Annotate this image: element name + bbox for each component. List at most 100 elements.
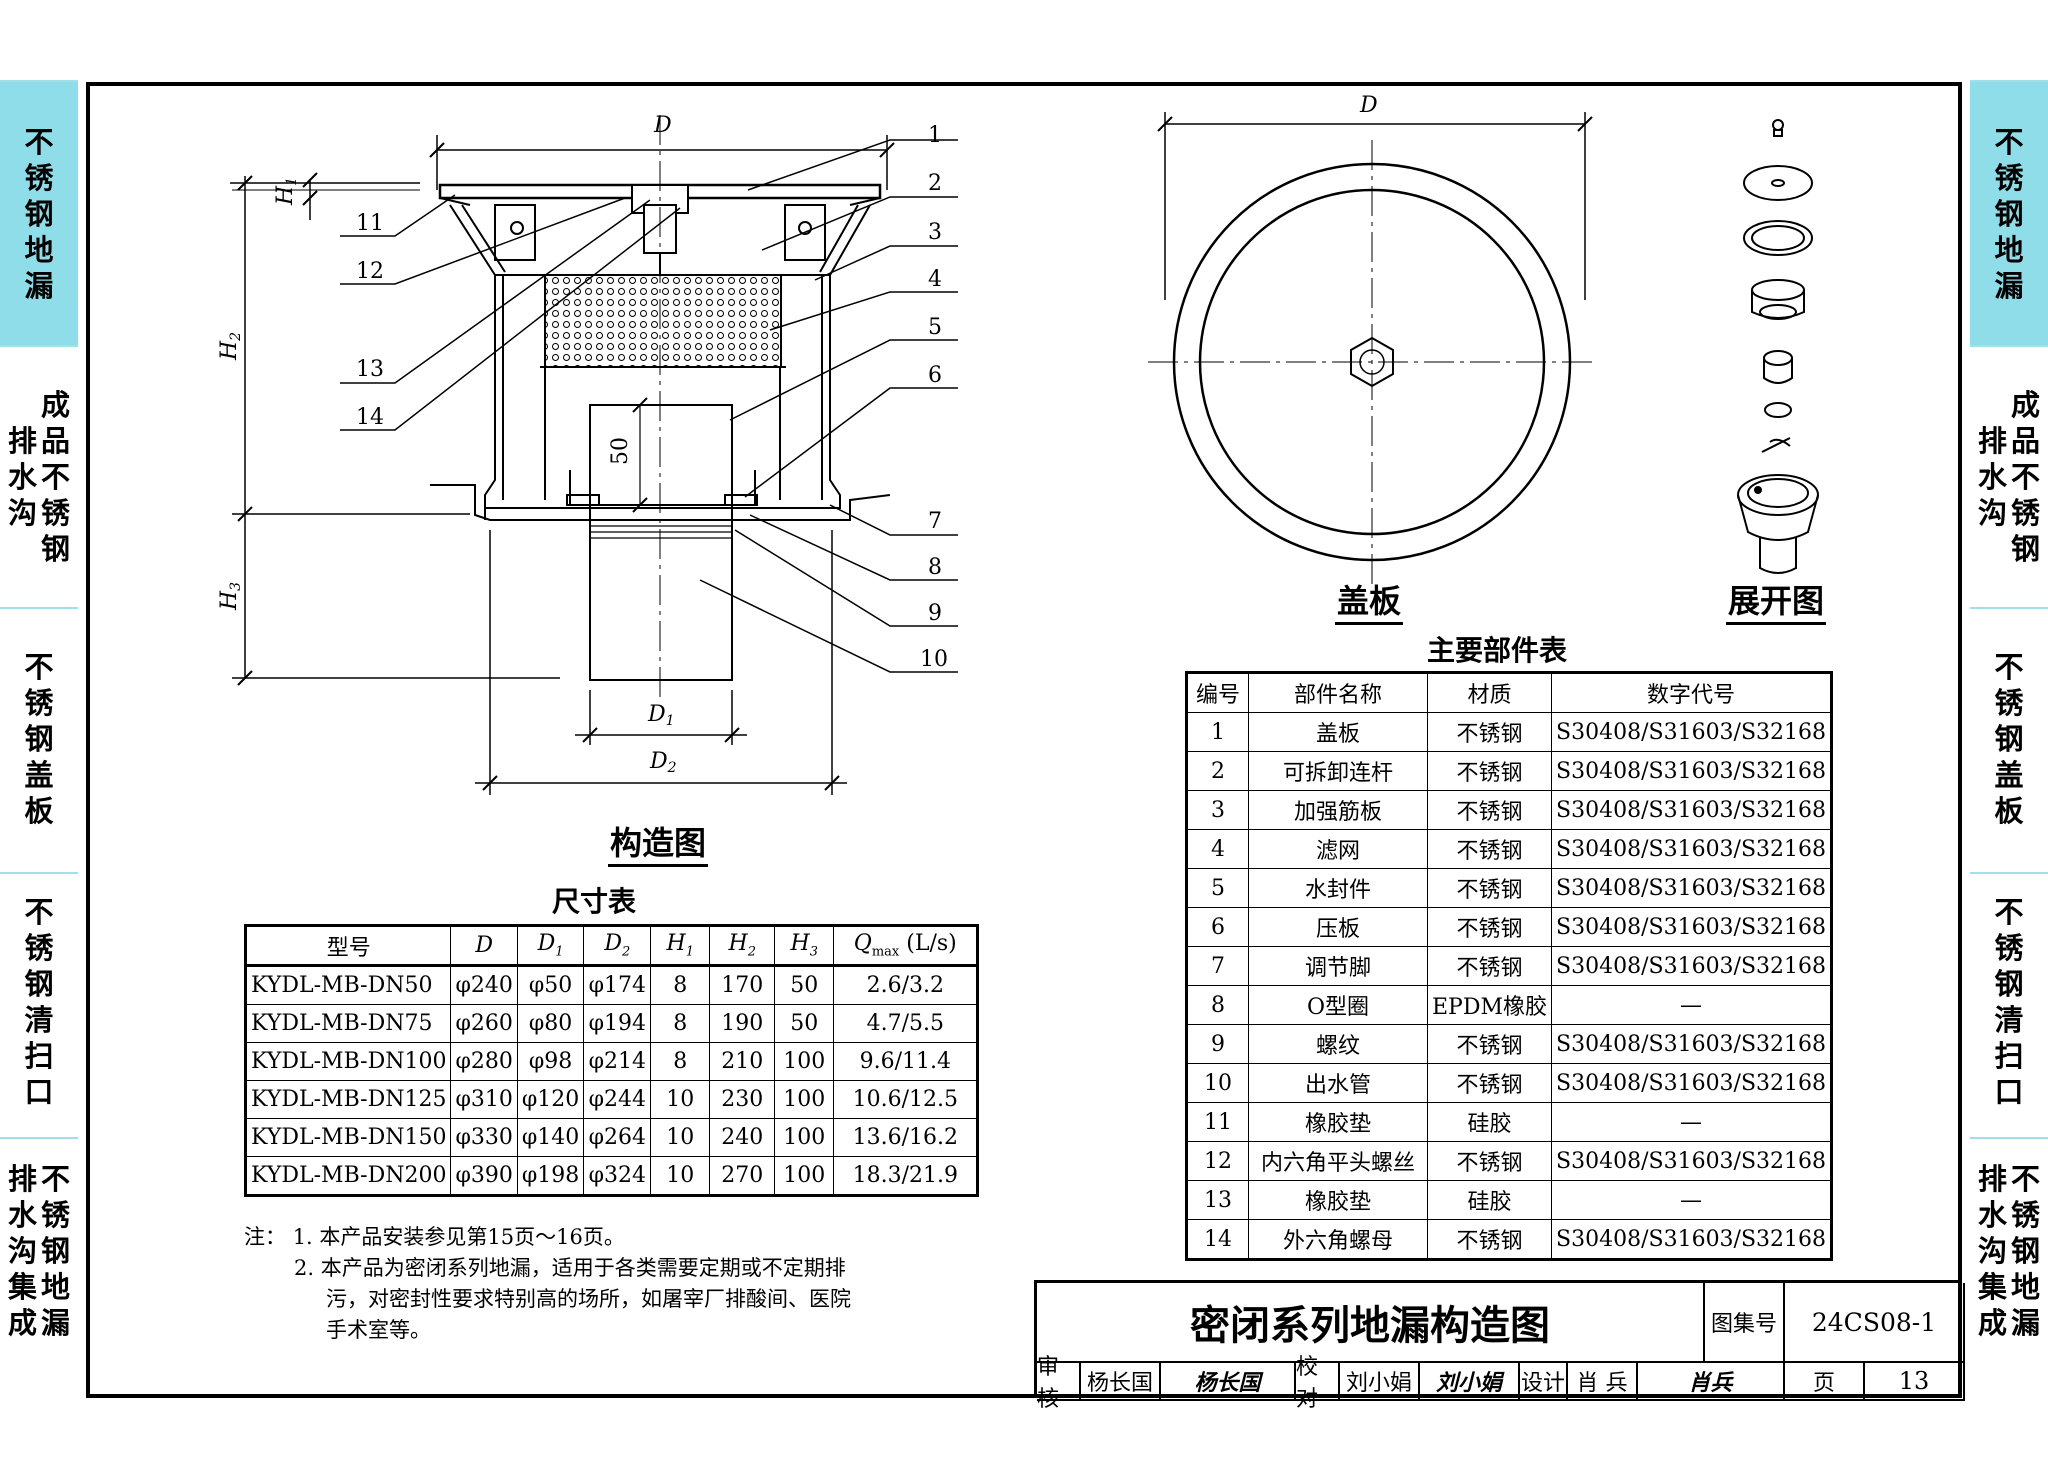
dimension-table-cell: φ264 — [583, 1118, 652, 1157]
parts-table-cell: S30408/S31603/S32168 — [1551, 1219, 1834, 1261]
tab-finished-drain-channel[interactable]: 排水沟成品不锈钢 — [0, 345, 78, 607]
dimension-table-cell: 240 — [709, 1118, 776, 1157]
callout-2: 2 — [928, 171, 942, 196]
parts-table-cell: 调节脚 — [1248, 946, 1428, 986]
col-header-no: 编号 — [1185, 671, 1249, 713]
atlas-number: 24CS08-1 — [1785, 1283, 1965, 1363]
parts-table-cell: 不锈钢 — [1426, 751, 1553, 791]
callout-10: 10 — [920, 647, 948, 672]
parts-table-cell: 不锈钢 — [1426, 790, 1553, 830]
parts-table-cell: 内六角平头螺丝 — [1248, 1141, 1428, 1181]
dimension-table-cell: φ120 — [516, 1080, 585, 1119]
dim-label-h1: H1 — [273, 177, 300, 206]
dimension-table-cell: KYDL-MB-DN125 — [243, 1080, 452, 1119]
section-view — [230, 115, 958, 795]
design-label: 设计 — [1520, 1363, 1568, 1401]
callout-14: 14 — [356, 405, 384, 430]
parts-table-cell: 不锈钢 — [1426, 946, 1553, 986]
section-callouts-left: 11 12 13 14 — [356, 211, 384, 430]
dimension-table-cell: φ98 — [516, 1042, 585, 1081]
parts-table-cell: O型圈 — [1248, 985, 1428, 1025]
parts-table-cell: 外六角螺母 — [1248, 1219, 1428, 1261]
dimension-table-cell: 100 — [774, 1118, 835, 1157]
dimension-table-cell: 9.6/11.4 — [833, 1042, 980, 1081]
parts-table-cell: 8 — [1185, 985, 1249, 1025]
parts-table-cell: 9 — [1185, 1024, 1249, 1064]
parts-table-cell: S30408/S31603/S32168 — [1551, 829, 1834, 869]
dimension-table-cell: φ324 — [583, 1156, 652, 1197]
dimension-table-cell: 2.6/3.2 — [833, 964, 980, 1005]
dimension-table-cell: 100 — [774, 1156, 835, 1197]
dimension-table-cell: φ50 — [516, 964, 585, 1005]
parts-table-cell: 橡胶垫 — [1248, 1102, 1428, 1142]
note-1: 1. 本产品安装参见第15页～16页。 — [292, 1225, 625, 1249]
tab-channel-drain-integration[interactable]: 排水沟集成不锈钢地漏 — [0, 1137, 78, 1402]
reviewer-signature: 杨长国 — [1161, 1363, 1296, 1401]
parts-table-cell: S30408/S31603/S32168 — [1551, 1141, 1834, 1181]
callout-9: 9 — [928, 601, 942, 626]
callout-8: 8 — [928, 555, 942, 580]
dimension-table-cell: 8 — [650, 1004, 711, 1043]
page-label: 页 — [1785, 1363, 1865, 1401]
note-2-cont-2: 手术室等。 — [326, 1318, 431, 1342]
dimension-table-cell: KYDL-MB-DN50 — [243, 964, 452, 1005]
tab-stainless-cover-right[interactable]: 不锈钢盖板 — [1970, 607, 2048, 872]
parts-table-cell: S30408/S31603/S32168 — [1551, 790, 1834, 830]
dim-label-d2: D2 — [649, 749, 677, 776]
parts-table-cell: S30408/S31603/S32168 — [1551, 868, 1834, 908]
parts-table-cell: 不锈钢 — [1426, 868, 1553, 908]
parts-table-cell: S30408/S31603/S32168 — [1551, 751, 1834, 791]
parts-table-caption: 主要部件表 — [1427, 634, 1568, 667]
tab-stainless-cover[interactable]: 不锈钢盖板 — [0, 607, 78, 872]
tab-stainless-cleanout-right[interactable]: 不锈钢清扫口 — [1970, 872, 2048, 1137]
dimension-table-cell: KYDL-MB-DN75 — [243, 1004, 452, 1043]
callout-12: 12 — [356, 259, 384, 284]
tab-stainless-floor-drain-right[interactable]: 不锈钢地漏 — [1970, 80, 2048, 345]
col-header-d1: D1 — [516, 924, 585, 966]
drawing-title: 密闭系列地漏构造图 — [1037, 1283, 1705, 1363]
dimension-table-cell: φ198 — [516, 1156, 585, 1197]
tab-stainless-floor-drain[interactable]: 不锈钢地漏 — [0, 80, 78, 345]
col-header-d: D — [450, 924, 518, 966]
parts-table-cell: 不锈钢 — [1426, 1024, 1553, 1064]
callout-5: 5 — [928, 315, 942, 340]
col-header-h3: H3 — [774, 924, 835, 966]
dimension-table-cell: φ244 — [583, 1080, 652, 1119]
atlas-label: 图集号 — [1705, 1283, 1785, 1363]
parts-table-cell: 不锈钢 — [1426, 1063, 1553, 1103]
dimension-table-caption: 尺寸表 — [552, 885, 637, 918]
parts-table-cell: 5 — [1185, 868, 1249, 908]
dim-label-h2: H2 — [217, 332, 244, 361]
dimension-table-cell: 230 — [709, 1080, 776, 1119]
parts-table-cell: 12 — [1185, 1141, 1249, 1181]
tab-channel-drain-integration-right[interactable]: 排水沟集成不锈钢地漏 — [1970, 1137, 2048, 1402]
tab-stainless-cleanout[interactable]: 不锈钢清扫口 — [0, 872, 78, 1137]
designer-name: 肖 兵 — [1568, 1363, 1638, 1401]
section-callouts-right: 1 2 3 4 5 6 7 8 9 10 — [920, 123, 948, 672]
dimension-table-cell: φ310 — [450, 1080, 518, 1119]
section-view-caption: 构造图 — [608, 818, 709, 867]
tab-finished-drain-channel-right[interactable]: 排水沟成品不锈钢 — [1970, 345, 2048, 607]
dimension-table-cell: 270 — [709, 1156, 776, 1197]
parts-table-cell: S30408/S31603/S32168 — [1551, 712, 1834, 752]
dimension-table-cell: 10.6/12.5 — [833, 1080, 980, 1119]
dimension-table-cell: 8 — [650, 964, 711, 1005]
parts-table-cell: 螺纹 — [1248, 1024, 1428, 1064]
callout-6: 6 — [928, 363, 942, 388]
drawing-frame — [86, 82, 1962, 1398]
page-number: 13 — [1865, 1363, 1965, 1401]
cover-dim-label-d: D — [1359, 93, 1378, 118]
dimension-table-cell: φ240 — [450, 964, 518, 1005]
parts-table-cell: 7 — [1185, 946, 1249, 986]
